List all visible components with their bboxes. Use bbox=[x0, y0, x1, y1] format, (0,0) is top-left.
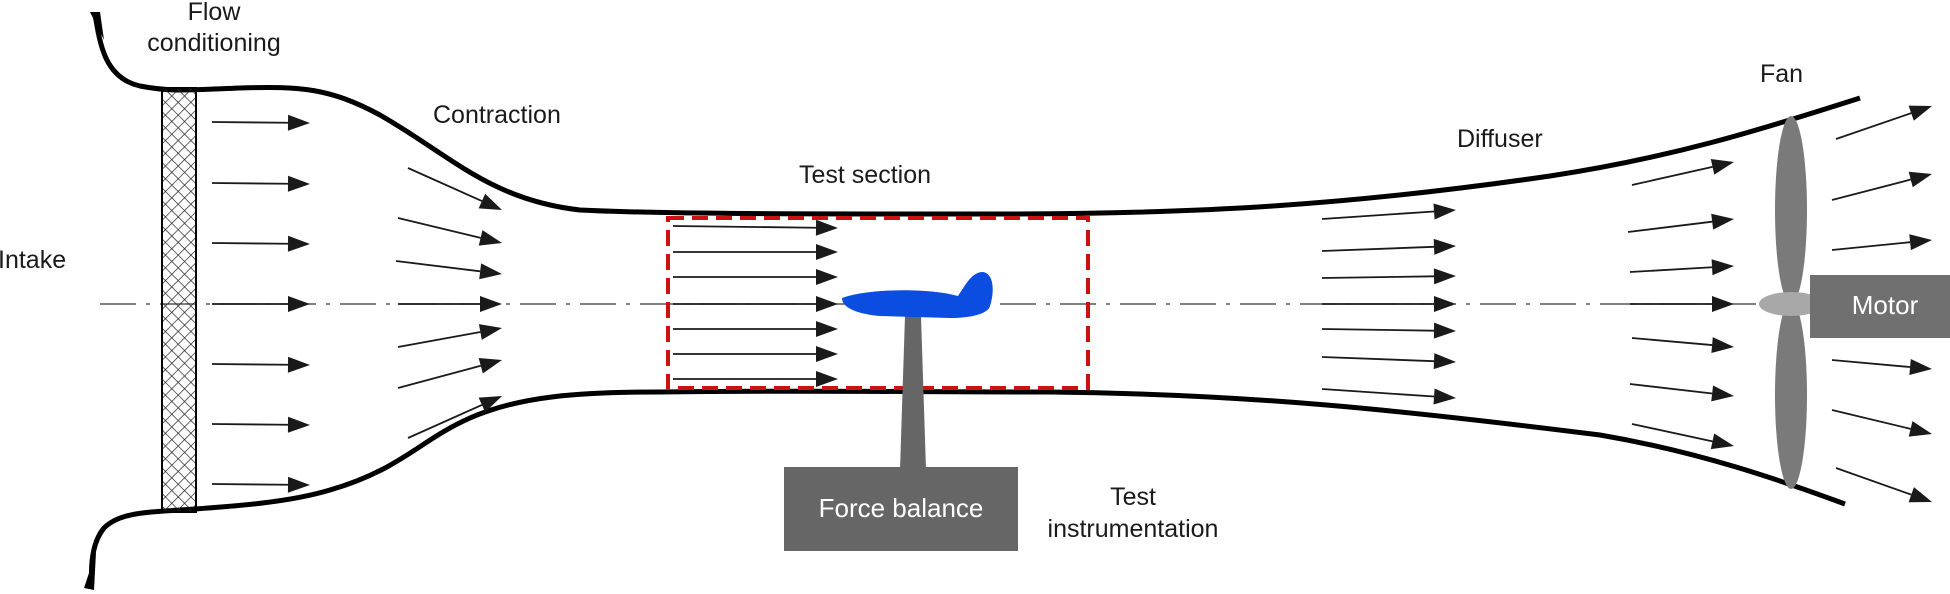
flow-arrow-head bbox=[478, 357, 502, 374]
flow-arrow-shaft bbox=[1629, 383, 1713, 395]
flow-arrow-shaft bbox=[1831, 359, 1911, 368]
flow-arrow-head bbox=[1433, 268, 1456, 285]
flow-conditioning-label-line2: conditioning bbox=[147, 29, 280, 57]
flow-arrow-head bbox=[287, 416, 310, 433]
flow-arrow-head bbox=[478, 193, 502, 210]
flow-arrow-head bbox=[287, 114, 310, 131]
flow-arrow-head bbox=[1711, 337, 1734, 354]
flow-arrow-shaft bbox=[211, 242, 289, 245]
test-instrumentation-label-line2: instrumentation bbox=[1048, 515, 1219, 543]
flow-arrow-shaft bbox=[1631, 423, 1713, 443]
flow-arrow-shaft bbox=[1835, 467, 1912, 496]
flow-arrow-shaft bbox=[1321, 275, 1435, 279]
flow-arrow-shaft bbox=[1831, 409, 1911, 430]
flow-arrow-shaft bbox=[211, 483, 289, 486]
flow-arrow-head bbox=[287, 476, 310, 493]
flow-arrow-head bbox=[1710, 159, 1734, 175]
flow-arrow-head bbox=[816, 321, 838, 337]
flow-arrow-shaft bbox=[1321, 210, 1435, 220]
flow-arrow-head bbox=[1711, 259, 1734, 276]
intake-label: Intake bbox=[0, 246, 66, 274]
flow-arrow-head bbox=[288, 296, 310, 312]
flow-arrow-head bbox=[1908, 487, 1932, 503]
force-balance-label: Force balance bbox=[819, 493, 984, 523]
motor-label: Motor bbox=[1852, 290, 1919, 320]
flow-arrow-shaft bbox=[407, 167, 483, 202]
motor-box bbox=[1810, 275, 1950, 338]
flow-conditioning-screen bbox=[161, 87, 197, 513]
flow-arrow-head bbox=[1908, 105, 1932, 121]
flow-arrow-head bbox=[1433, 238, 1456, 255]
intake-lower-lip bbox=[89, 507, 181, 585]
flow-arrow-shaft bbox=[211, 182, 289, 185]
flow-arrow-shaft bbox=[397, 217, 481, 239]
flow-arrow-shaft bbox=[672, 225, 817, 229]
balance-strut bbox=[900, 316, 926, 470]
diffuser-label: Diffuser bbox=[1457, 125, 1543, 153]
flow-arrow-head bbox=[1908, 171, 1932, 188]
flow-arrow-head bbox=[287, 175, 310, 192]
flow-arrow-head bbox=[1433, 388, 1456, 405]
flow-arrow-shaft bbox=[1835, 112, 1912, 140]
flow-arrow-head bbox=[816, 244, 838, 260]
flow-arrow-head bbox=[816, 296, 838, 312]
flow-arrow-shaft bbox=[1629, 266, 1713, 273]
flow-arrow-head bbox=[478, 324, 502, 340]
tunnel-lower-wall bbox=[179, 388, 1846, 513]
flow-arrow-head bbox=[287, 235, 310, 252]
flow-arrow-head bbox=[1434, 296, 1456, 312]
flow-conditioning-label-line1: Flow bbox=[188, 0, 242, 26]
test-section-label: Test section bbox=[799, 161, 931, 189]
flow-arrow-head bbox=[816, 371, 838, 387]
flow-arrow-head bbox=[479, 263, 502, 280]
flow-arrow-head bbox=[1908, 421, 1932, 437]
flow-arrow-head bbox=[1711, 385, 1734, 402]
flow-arrow-head bbox=[1433, 203, 1456, 220]
flow-arrow-shaft bbox=[1631, 337, 1713, 346]
aircraft-model bbox=[842, 272, 993, 318]
flow-arrow-shaft bbox=[1831, 241, 1911, 251]
flow-arrow-shaft bbox=[211, 121, 289, 124]
flow-arrow-head bbox=[1711, 213, 1734, 230]
tunnel-upper-wall bbox=[92, 13, 1861, 217]
flow-arrow-shaft bbox=[1321, 356, 1435, 363]
test-instrumentation-label-line1: Test bbox=[1110, 483, 1156, 511]
flow-arrow-shaft bbox=[1831, 178, 1911, 201]
flow-arrow-shaft bbox=[407, 404, 483, 439]
flow-arrow-head bbox=[816, 346, 838, 362]
fan-blade-upper bbox=[1775, 116, 1807, 304]
flow-arrow-shaft bbox=[211, 423, 289, 426]
flow-arrow-shaft bbox=[211, 363, 289, 366]
flow-arrow-head bbox=[1433, 322, 1456, 339]
flow-arrow-shaft bbox=[395, 260, 481, 273]
flow-arrow-shaft bbox=[1321, 388, 1435, 398]
flow-arrow-head bbox=[1712, 296, 1734, 312]
flow-arrow-head bbox=[480, 296, 502, 312]
flow-arrow-head bbox=[1909, 234, 1932, 251]
flow-arrow-head bbox=[816, 269, 838, 285]
fan-hub bbox=[1759, 292, 1823, 316]
fan-blade-lower bbox=[1775, 301, 1807, 489]
contraction-label: Contraction bbox=[433, 101, 561, 129]
flow-arrow-shaft bbox=[1631, 165, 1713, 186]
intake-lower-lip-tip bbox=[84, 552, 96, 590]
flow-arrow-head bbox=[815, 219, 838, 236]
flow-arrows bbox=[211, 105, 1932, 503]
flow-arrow-head bbox=[1909, 359, 1932, 375]
flow-arrow-head bbox=[478, 230, 502, 246]
flow-arrow-shaft bbox=[1321, 245, 1435, 252]
flow-arrow-shaft bbox=[1627, 220, 1713, 233]
test-section-outline bbox=[666, 216, 1090, 390]
flow-arrow-head bbox=[1710, 433, 1734, 450]
flow-arrow-head bbox=[287, 356, 310, 373]
flow-arrow-head bbox=[1433, 353, 1456, 370]
flow-arrow-shaft bbox=[1321, 328, 1435, 332]
intake-upper-lip-tip bbox=[90, 12, 104, 40]
flow-arrow-shaft bbox=[397, 364, 481, 389]
force-balance-box bbox=[784, 467, 1018, 551]
flow-arrow-head bbox=[478, 396, 502, 413]
flow-arrow-shaft bbox=[397, 331, 481, 348]
fan-label: Fan bbox=[1760, 60, 1803, 88]
